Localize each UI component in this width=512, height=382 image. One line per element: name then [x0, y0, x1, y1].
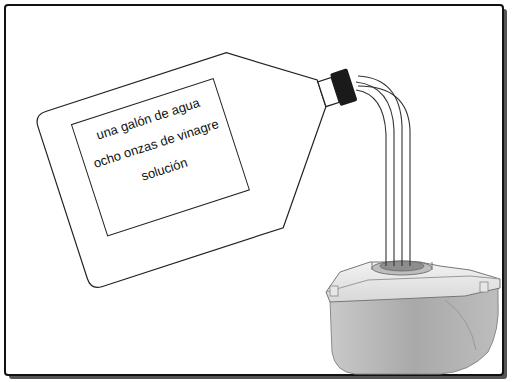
- frame: [5, 5, 503, 375]
- water-tank: [326, 261, 500, 374]
- bottle: [34, 19, 388, 290]
- bottle-label: una galón de aguaocho onzas de vinagreso…: [71, 78, 250, 237]
- label-text: solución: [139, 154, 189, 184]
- pouring-stream: [356, 76, 410, 266]
